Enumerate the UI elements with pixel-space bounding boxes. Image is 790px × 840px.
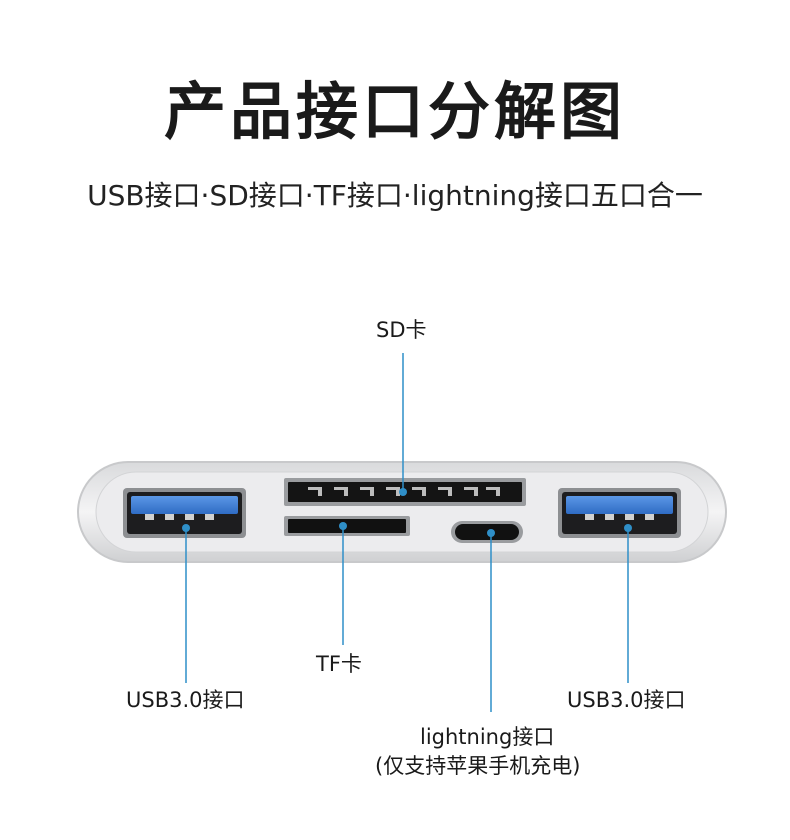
usb-port-left	[123, 488, 246, 538]
lightning-port	[451, 521, 523, 543]
callout-usb-left: USB3.0接口	[126, 688, 245, 712]
callout-sd: SD卡	[376, 318, 427, 342]
page-title: 产品接口分解图	[163, 75, 626, 148]
hub-face	[95, 471, 709, 553]
leader-dots	[182, 488, 632, 537]
leader-lines	[185, 353, 629, 712]
usb-port-right	[558, 488, 681, 538]
callout-lightning-note: (仅支持苹果手机充电)	[375, 754, 581, 778]
callout-tf: TF卡	[316, 652, 362, 676]
callout-lightning: lightning接口	[420, 725, 555, 749]
callout-usb-right: USB3.0接口	[567, 688, 686, 712]
page-subtitle: USB接口·SD接口·TF接口·lightning接口五口合一	[87, 179, 703, 212]
